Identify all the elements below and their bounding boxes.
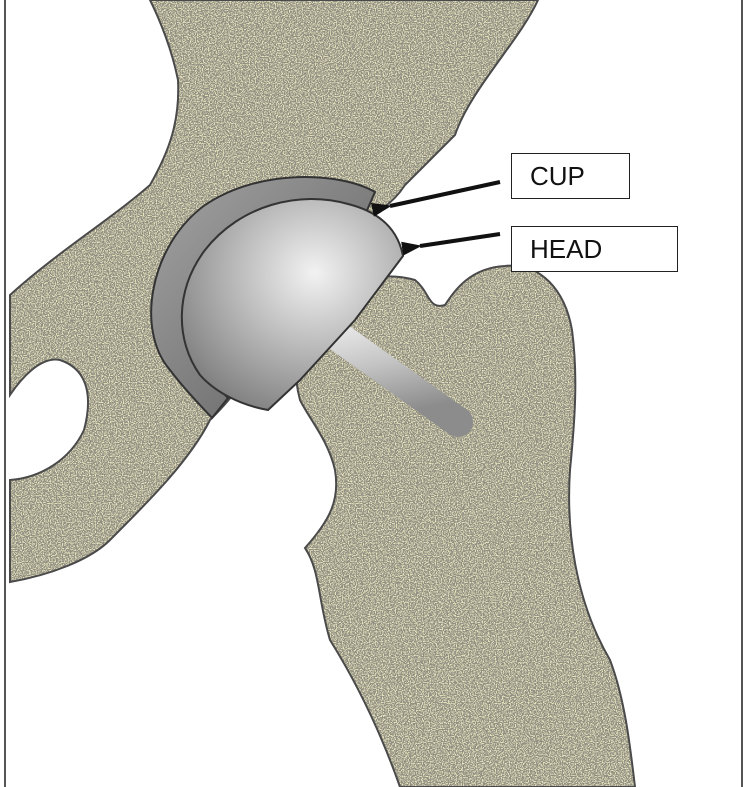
bone-texture bbox=[10, 0, 635, 787]
cup-arrow-icon bbox=[390, 182, 500, 206]
head-label-text: HEAD bbox=[530, 234, 602, 265]
head-label: HEAD bbox=[511, 226, 678, 272]
cup-label: CUP bbox=[511, 153, 630, 199]
cup-label-text: CUP bbox=[530, 161, 585, 192]
head-arrow-icon bbox=[420, 234, 500, 246]
